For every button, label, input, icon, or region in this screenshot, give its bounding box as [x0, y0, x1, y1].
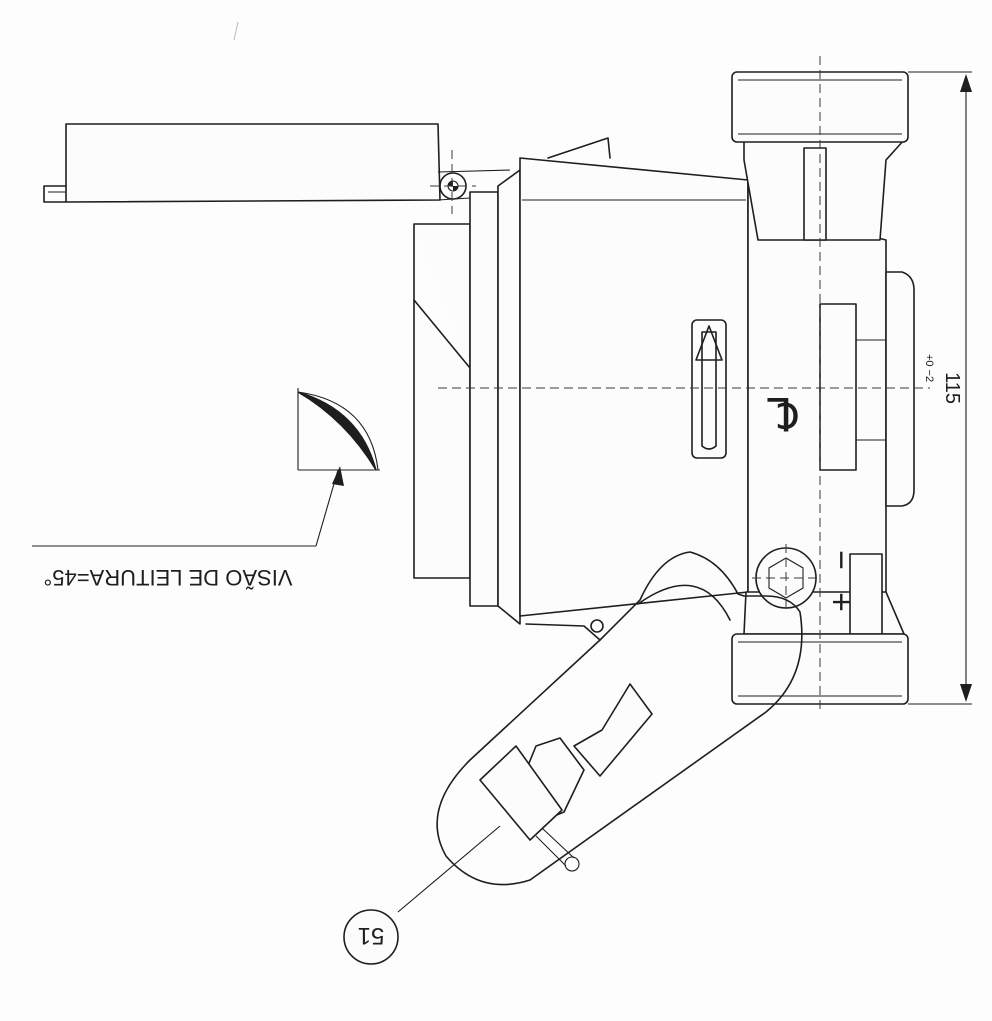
side-boss: [819, 271, 915, 507]
center-lines: [430, 56, 930, 712]
meter-body: [743, 139, 905, 635]
viewing-angle-detail: [297, 388, 380, 471]
register-housing: [413, 137, 749, 641]
flow-direction-arrow: [691, 319, 727, 459]
dimension-tolerance: +0 −2: [923, 354, 935, 382]
plus-sign: +: [822, 592, 860, 612]
part-balloon: 51: [343, 825, 501, 965]
center-symbol-text: ℄: [767, 388, 798, 440]
minus-sign: −: [822, 550, 860, 570]
dimension-text-group: 115 +0 −2: [923, 354, 963, 404]
center-symbol: ℄: [767, 388, 798, 440]
view-label: VISÃO DE LEITURA=45°: [43, 565, 292, 590]
view-label-group: VISÃO DE LEITURA=45°: [43, 565, 292, 590]
register-cover: [43, 123, 511, 203]
polarity-marks: − +: [822, 550, 860, 612]
dimension-value: 115: [941, 372, 963, 404]
sensor-probe-outline: [436, 551, 803, 886]
length-dimension: [908, 71, 972, 705]
sensor-probe: [479, 683, 653, 872]
balloon-number: 51: [358, 922, 385, 949]
viewing-angle-leader: [32, 466, 344, 547]
